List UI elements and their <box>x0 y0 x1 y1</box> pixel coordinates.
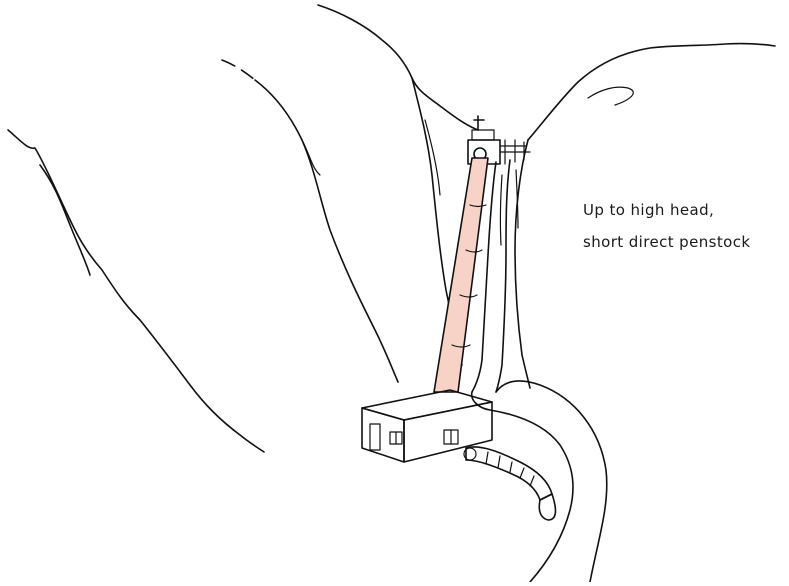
waterfall-right-edge <box>496 160 510 392</box>
intake-valve-icon <box>468 116 530 164</box>
mid-ridge-dashed <box>222 60 255 80</box>
waterfall-streak-1 <box>500 175 502 245</box>
powerhouse-icon <box>362 390 492 462</box>
right-mountain-top <box>528 44 775 140</box>
mid-ridge <box>255 80 398 382</box>
left-mountain-ridge-inner <box>40 165 90 275</box>
caption-line-1: Up to high head, <box>583 194 783 226</box>
mid-ridge-detail <box>302 140 320 175</box>
central-mountain-top <box>318 5 478 130</box>
penstock-pipe-icon <box>434 158 488 392</box>
caption-line-2: short direct penstock <box>583 226 783 258</box>
right-mountain-ledge <box>588 87 633 105</box>
left-mountain-ridge <box>8 130 264 452</box>
tailrace-pipe-icon <box>464 447 555 520</box>
river-left-bank <box>472 392 573 582</box>
right-mountain-slope <box>515 140 530 388</box>
diagram-caption: Up to high head, short direct penstock <box>583 194 783 258</box>
